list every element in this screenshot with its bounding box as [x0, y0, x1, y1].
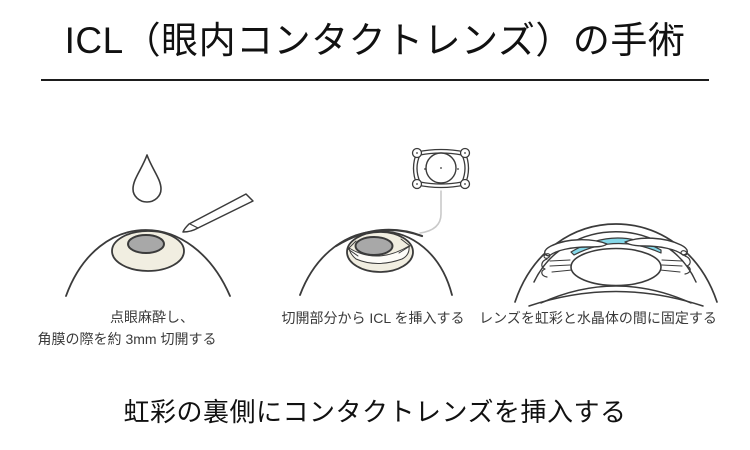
- ciliary-body-left: [541, 258, 548, 278]
- anatomy-dot-right: [680, 250, 688, 256]
- connector-line: [419, 190, 442, 234]
- posterior-arc-2: [528, 290, 704, 307]
- step2-caption: 切開部分から ICL を挿入する: [281, 310, 465, 326]
- scalpel-icon: [182, 193, 254, 233]
- icl-plate-inside: [348, 245, 410, 264]
- iris-left-wing: [544, 239, 608, 257]
- summary-text: 虹彩の裏側にコンタクトレンズを挿入する: [123, 397, 627, 427]
- cornea-inner-arc: [533, 231, 697, 283]
- cornea-edge-arc: [334, 228, 424, 248]
- anatomy-dot-left: [543, 253, 551, 259]
- step3-caption: レンズを虹彩と水晶体の間に固定する: [479, 310, 717, 326]
- step1-diagram: [65, 154, 254, 297]
- crystalline-lens: [570, 247, 662, 287]
- pupil: [127, 234, 165, 254]
- cornea-outer-arc: [514, 223, 718, 303]
- step3-diagram: [514, 223, 718, 307]
- page-title: ICL（眼内コンタクトレンズ）の手術: [64, 20, 686, 61]
- zonule-fibres: [549, 259, 683, 273]
- posterior-arc-1: [540, 285, 692, 304]
- ciliary-body-right: [684, 255, 691, 275]
- step2-diagram: [299, 147, 471, 296]
- title-divider: [41, 79, 709, 81]
- pupil: [354, 236, 394, 256]
- step1-caption-line2: 角膜の際を約 3mm 切開する: [37, 331, 217, 347]
- icl-lens-top-view-icon: [411, 147, 471, 190]
- step1-caption-line1: 点眼麻酔し、: [110, 309, 194, 325]
- eye-drop-icon: [132, 154, 162, 203]
